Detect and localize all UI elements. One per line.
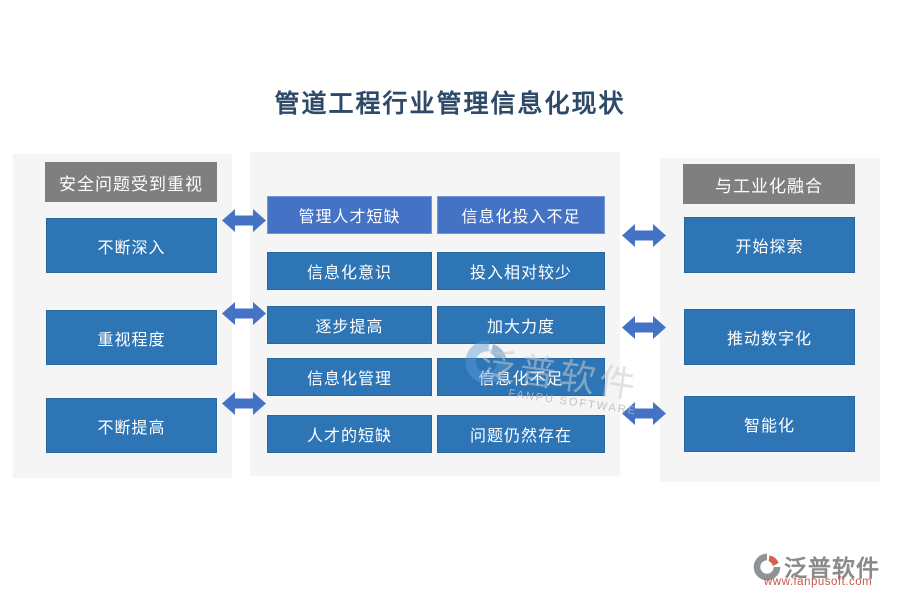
right-item-2: 推动数字化 [684,309,855,365]
panel-right-fusion: 与工业化融合 开始探索 推动数字化 智能化 [660,158,880,482]
right-item-3: 智能化 [684,396,855,452]
double-arrow-icon [622,224,666,247]
panel-left-safety: 安全问题受到重视 不断深入 重视程度 不断提高 [13,154,232,478]
double-arrow-icon [222,209,266,232]
center-cell-r2c2: 投入相对较少 [437,252,605,290]
fanpu-logo-text: 泛普软件 [784,556,880,581]
double-arrow-icon [222,392,266,415]
panel-center-status: 管理人才短缺 信息化投入不足 信息化意识 投入相对较少 逐步提高 加大力度 信息… [250,152,620,476]
fanpu-logo: 泛普软件 www.fanpusoft.com [752,549,892,593]
left-item-2: 重视程度 [46,310,217,365]
center-cell-r1c2: 信息化投入不足 [437,196,605,234]
center-cell-r5c2: 问题仍然存在 [437,415,605,453]
double-arrow-icon [622,316,666,339]
center-cell-r5c1: 人才的短缺 [267,415,432,453]
double-arrow-icon [222,302,266,325]
fanpu-logo-url: www.fanpusoft.com [764,576,873,588]
center-cell-r4c1: 信息化管理 [267,358,432,396]
double-arrow-icon [622,402,666,425]
center-cell-r2c1: 信息化意识 [267,252,432,290]
center-cell-r3c2: 加大力度 [437,306,605,344]
left-item-1: 不断深入 [46,218,217,273]
right-panel-header: 与工业化融合 [683,164,855,204]
center-cell-r1c1: 管理人才短缺 [267,196,432,234]
left-panel-header: 安全问题受到重视 [45,162,217,202]
left-item-3: 不断提高 [46,398,217,453]
fanpu-logo-icon [753,553,781,581]
right-item-1: 开始探索 [684,217,855,273]
page-title: 管道工程行业管理信息化现状 [274,91,626,118]
center-cell-r4c2: 信息化不足 [437,358,605,396]
center-cell-r3c1: 逐步提高 [267,306,432,344]
